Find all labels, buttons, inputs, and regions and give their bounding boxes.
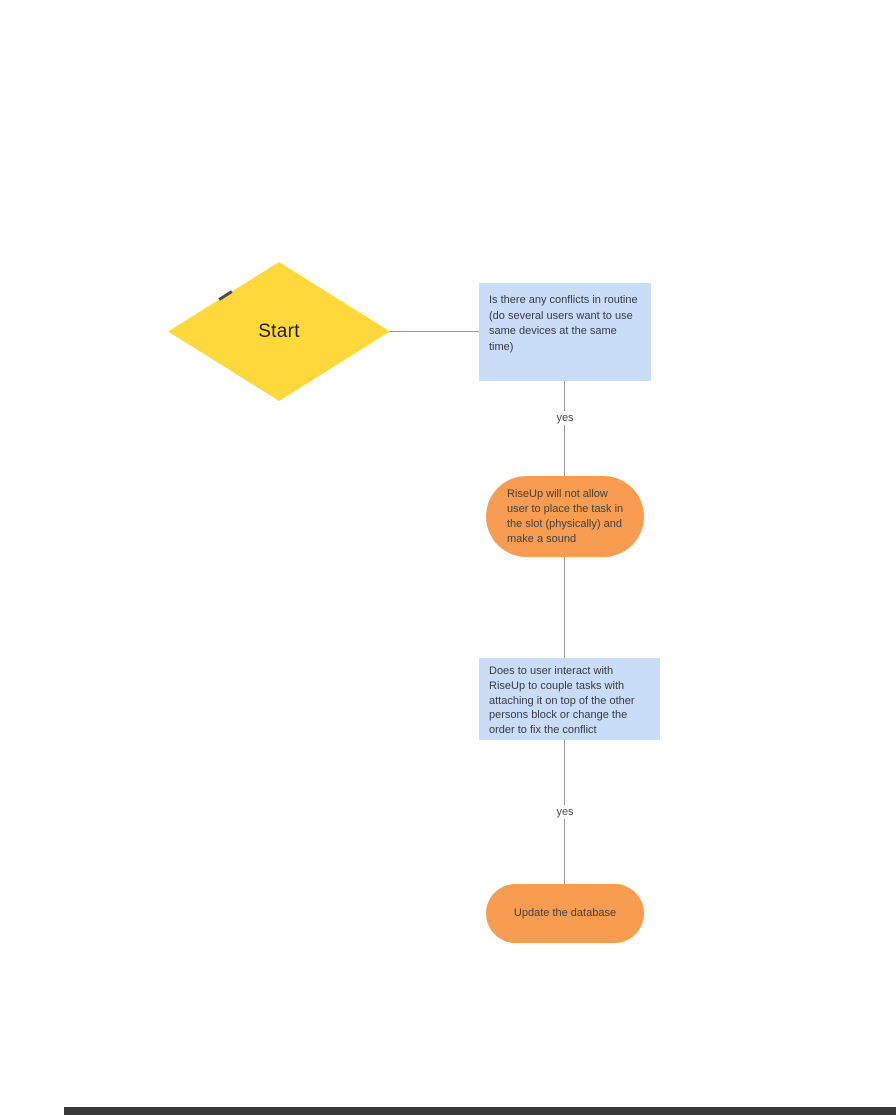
- connector-start-to-conflict: [389, 331, 479, 332]
- node-update-database-label: Update the database: [513, 907, 617, 919]
- window-bottom-bar: [64, 1107, 896, 1115]
- edge-label-yes-2: yes: [552, 805, 578, 819]
- node-riseup-block[interactable]: RiseUp will not allow user to place the …: [486, 476, 644, 557]
- node-update-database[interactable]: Update the database: [486, 884, 644, 943]
- node-conflict-check[interactable]: Is there any conflicts in routine (do se…: [479, 283, 651, 381]
- edge-label-yes-1: yes: [552, 411, 578, 425]
- node-user-interact-label: Does to user interact with RiseUp to cou…: [489, 665, 635, 737]
- node-conflict-check-label: Is there any conflicts in routine (do se…: [489, 294, 638, 353]
- node-user-interact[interactable]: Does to user interact with RiseUp to cou…: [479, 658, 660, 740]
- node-start-label: Start: [258, 320, 300, 342]
- connector-conflict-to-riseup: [564, 381, 565, 476]
- node-start[interactable]: Start: [168, 262, 390, 401]
- node-riseup-block-label: RiseUp will not allow user to place the …: [507, 487, 624, 545]
- connector-riseup-to-interact: [564, 557, 565, 658]
